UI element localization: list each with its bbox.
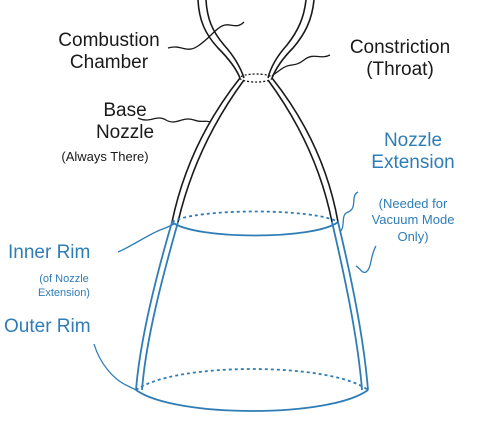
base-nozzle-line1: Base: [103, 100, 147, 121]
inner-rim-note1: (of Nozzle: [39, 273, 89, 285]
nozzle-extension-line2: Extension: [371, 151, 455, 173]
inner-rim-ellipse: [171, 210, 339, 237]
inner-rim-label: Inner Rim: [8, 242, 91, 263]
combustion-chamber-walls: [197, 0, 315, 79]
inner-rim-note: (of Nozzle Extension): [4, 272, 124, 301]
combustion-chamber-label: Combustion Chamber: [44, 30, 174, 74]
constriction-line1: Constriction: [349, 37, 451, 58]
base-nozzle-note: (Always There): [61, 149, 149, 164]
throat-ellipse: [239, 73, 273, 83]
nozzle-extension-label: Nozzle Extension: [358, 130, 468, 174]
nozzle-extension-walls: [135, 221, 369, 391]
nozzle-extension-leader: [339, 191, 359, 233]
outer-rim-ellipse: [135, 368, 369, 412]
combustion-chamber-line1: Combustion: [58, 30, 160, 51]
nozzle-extension-note: (Needed for Vacuum Mode Only): [358, 196, 468, 245]
constriction-label: Constriction (Throat): [330, 37, 470, 81]
nozzle-extension-line1: Nozzle: [383, 130, 443, 151]
outer-rim-leader: [93, 343, 137, 391]
inner-rim-note2: Extension): [38, 287, 90, 300]
throat-leader: [271, 54, 331, 77]
base-nozzle-walls: [171, 77, 339, 223]
combustion-leader: [167, 21, 245, 50]
vacuum-note-leader: [355, 245, 377, 274]
nozzle-extension-note1: (Needed for: [378, 196, 448, 211]
base-nozzle-line2: Nozzle: [95, 121, 155, 143]
combustion-chamber-line2: Chamber: [69, 51, 149, 73]
outer-rim-label: Outer Rim: [4, 316, 91, 337]
base-nozzle-leader: [137, 117, 211, 123]
inner-rim-leader: [117, 223, 175, 253]
leader-lines: [93, 21, 377, 391]
base-nozzle-label: Base Nozzle: [80, 100, 170, 144]
nozzle-extension-note3: Only): [397, 228, 429, 244]
constriction-line2: (Throat): [366, 58, 434, 80]
nozzle-extension-note2: Vacuum Mode: [371, 212, 455, 228]
